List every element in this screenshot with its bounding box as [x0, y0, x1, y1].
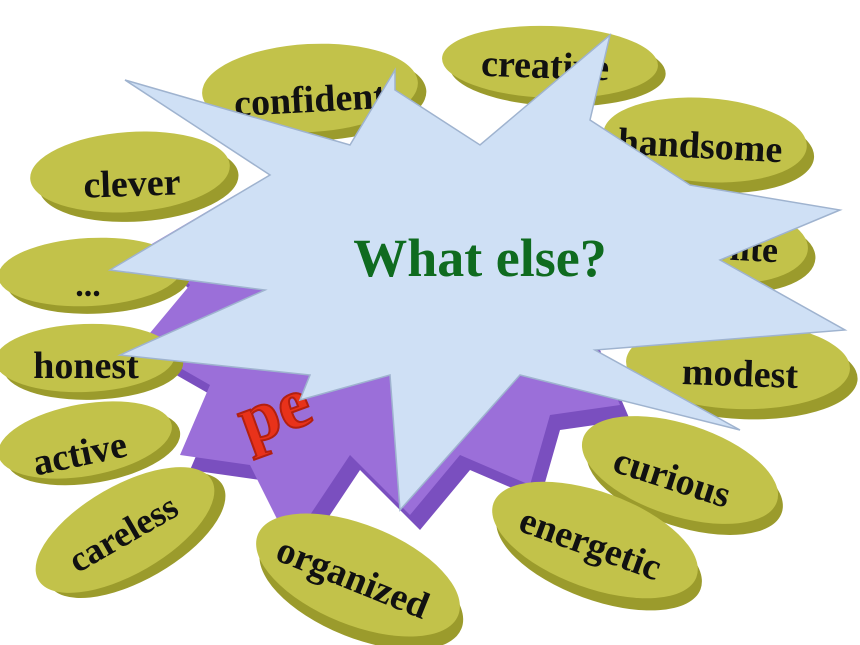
ellipse-energetic	[492, 481, 702, 611]
ellipse-active	[0, 401, 181, 486]
ellipse-top	[0, 323, 175, 393]
center-question-text: What else?	[353, 228, 606, 288]
ellipse-top	[30, 131, 230, 213]
word-clever: clever	[83, 161, 182, 206]
ellipse-top	[0, 401, 172, 479]
ellipse-clever	[30, 131, 239, 222]
word-modest: modest	[681, 351, 799, 397]
ellipse-top	[581, 416, 779, 524]
ellipse-top	[492, 481, 698, 599]
word-ellipses	[0, 25, 858, 645]
word-ellipsis: ...	[75, 267, 101, 304]
starburst-callout: What else?	[107, 32, 848, 512]
ellipse-organized	[256, 513, 464, 645]
word-honest: honest	[33, 345, 139, 387]
word-confident: confident	[233, 75, 387, 125]
starburst-shape	[107, 32, 848, 512]
ellipse-top	[35, 467, 215, 593]
ellipse-top	[256, 513, 460, 637]
ellipse-top	[202, 43, 418, 133]
ellipse-confident	[202, 43, 427, 141]
ellipse-careless	[35, 467, 226, 599]
